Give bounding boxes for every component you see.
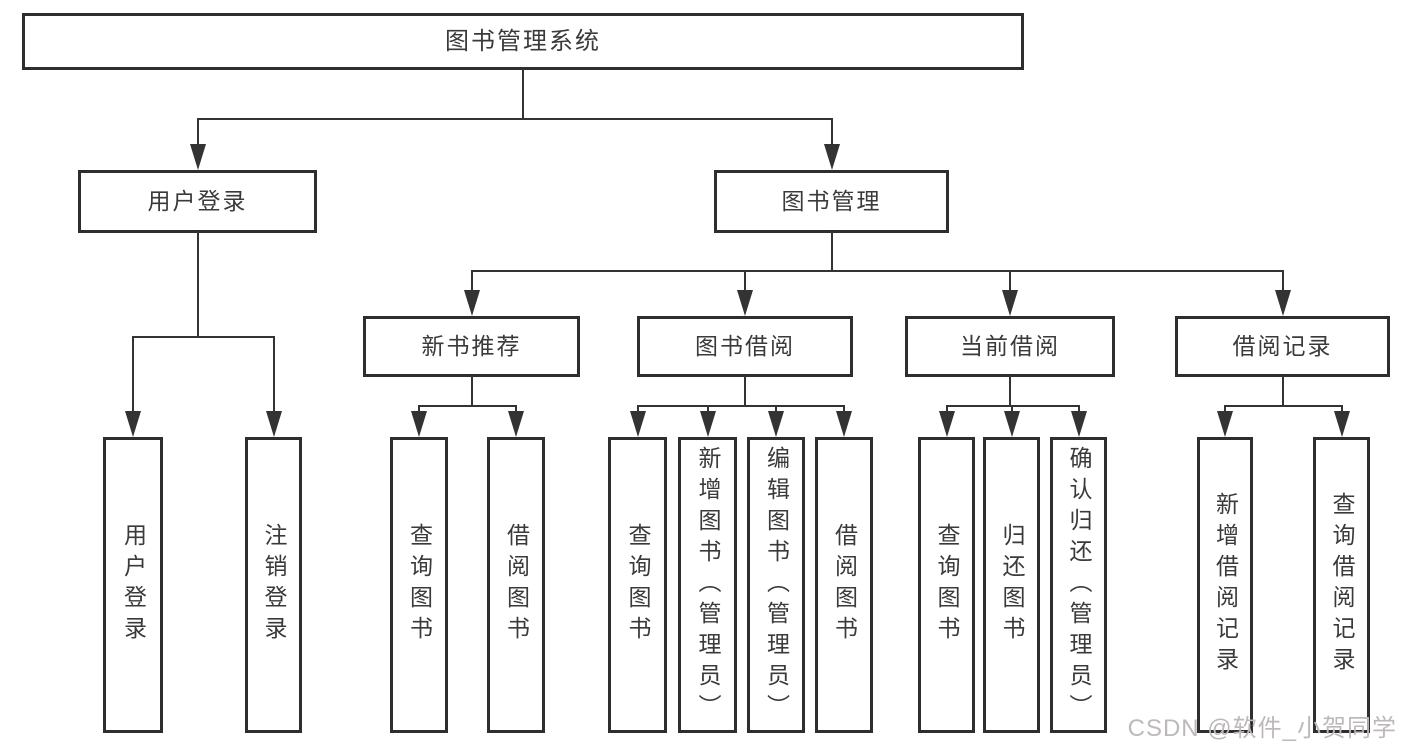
node-label-leaf-edit-books-admin: 编辑图书（管理员） <box>763 445 790 725</box>
node-label-leaf-add-books-admin: 新增图书（管理员） <box>695 445 721 725</box>
connector-line <box>1009 375 1011 405</box>
arrow-down-icon <box>1070 411 1087 437</box>
connector-line <box>830 118 833 152</box>
node-leaf-query-borrow-record: 查询借阅记录 <box>1313 437 1370 733</box>
node-leaf-borrow-books-recommend: 借阅图书 <box>487 437 545 733</box>
node-label-current-borrowing: 当前借阅 <box>960 333 1060 359</box>
arrow-down-icon <box>1217 411 1233 437</box>
arrow-down-icon <box>823 144 840 170</box>
node-label-leaf-borrow-books-borrowing: 借阅图书 <box>831 523 858 647</box>
connector-line <box>1281 375 1284 405</box>
node-label-leaf-logout: 注销登录 <box>261 523 287 647</box>
node-label-new-book-recommend: 新书推荐 <box>421 333 522 359</box>
node-root: 图书管理系统 <box>22 13 1024 70</box>
connector-line <box>522 68 524 118</box>
node-label-book-borrowing: 图书借阅 <box>695 333 795 359</box>
connector-line <box>418 405 517 407</box>
connector-line <box>196 118 199 152</box>
connector-line <box>272 336 275 419</box>
node-leaf-edit-books-admin: 编辑图书（管理员） <box>747 437 805 733</box>
node-label-leaf-return-books: 归还图书 <box>999 523 1025 647</box>
connector-line <box>830 231 833 270</box>
arrow-down-icon <box>629 411 646 437</box>
node-label-leaf-query-books-recommend: 查询图书 <box>406 523 433 647</box>
connector-line <box>744 270 746 298</box>
node-borrowing-records: 借阅记录 <box>1175 316 1390 377</box>
connector-line <box>132 336 275 338</box>
arrow-down-icon <box>265 411 282 437</box>
connector-line <box>945 405 1080 407</box>
arrow-down-icon <box>1274 290 1291 316</box>
node-leaf-query-books-borrowing: 查询图书 <box>608 437 667 733</box>
connector-line <box>1009 270 1011 298</box>
connector-line <box>196 118 833 120</box>
arrow-down-icon <box>463 290 480 316</box>
node-leaf-return-books: 归还图书 <box>983 437 1040 733</box>
node-label-root: 图书管理系统 <box>445 27 601 55</box>
connector-line <box>1224 405 1343 407</box>
node-leaf-query-books-recommend: 查询图书 <box>390 437 448 733</box>
connector-line <box>196 231 199 336</box>
node-leaf-logout: 注销登录 <box>245 437 302 733</box>
node-leaf-borrow-books-borrowing: 借阅图书 <box>815 437 873 733</box>
arrow-down-icon <box>1002 290 1018 316</box>
connector-line <box>636 405 845 407</box>
connector-line <box>132 336 134 419</box>
node-current-borrowing: 当前借阅 <box>905 316 1115 377</box>
node-label-leaf-query-books-current: 查询图书 <box>934 523 960 647</box>
node-label-leaf-borrow-books-recommend: 借阅图书 <box>503 523 530 647</box>
node-label-leaf-add-borrow-record: 新增借阅记录 <box>1212 492 1239 678</box>
connector-line <box>470 375 473 405</box>
node-leaf-user-login: 用户登录 <box>103 437 163 733</box>
node-label-user-login-branch: 用户登录 <box>147 188 248 214</box>
arrow-down-icon <box>1333 411 1350 437</box>
arrow-down-icon <box>411 411 427 437</box>
node-label-leaf-user-login: 用户登录 <box>120 523 147 647</box>
arrow-down-icon <box>737 290 753 316</box>
node-new-book-recommend: 新书推荐 <box>363 316 580 377</box>
node-book-management-branch: 图书管理 <box>714 170 949 233</box>
connector-line <box>470 270 1284 272</box>
connector-line <box>1281 270 1284 298</box>
connector-line <box>744 375 746 405</box>
node-leaf-add-books-admin: 新增图书（管理员） <box>678 437 737 733</box>
node-label-leaf-confirm-return-admin: 确认归还（管理员） <box>1066 445 1092 725</box>
node-book-borrowing: 图书借阅 <box>637 316 853 377</box>
node-label-borrowing-records: 借阅记录 <box>1232 333 1333 359</box>
arrow-down-icon <box>1003 411 1020 437</box>
node-user-login-branch: 用户登录 <box>78 170 317 233</box>
node-label-leaf-query-books-borrowing: 查询图书 <box>625 523 651 647</box>
node-label-leaf-query-borrow-record: 查询借阅记录 <box>1329 492 1355 678</box>
node-label-book-management-branch: 图书管理 <box>781 188 882 214</box>
watermark: CSDN @软件_小贺同学 <box>1127 715 1397 742</box>
node-leaf-confirm-return-admin: 确认归还（管理员） <box>1050 437 1107 733</box>
arrow-down-icon <box>768 411 784 437</box>
node-leaf-query-books-current: 查询图书 <box>918 437 975 733</box>
arrow-down-icon <box>508 411 524 437</box>
arrow-down-icon <box>938 411 955 437</box>
arrow-down-icon <box>189 144 206 170</box>
connector-line <box>470 270 473 298</box>
arrow-down-icon <box>699 411 716 437</box>
node-leaf-add-borrow-record: 新增借阅记录 <box>1197 437 1253 733</box>
arrow-down-icon <box>836 411 852 437</box>
arrow-down-icon <box>125 411 141 437</box>
